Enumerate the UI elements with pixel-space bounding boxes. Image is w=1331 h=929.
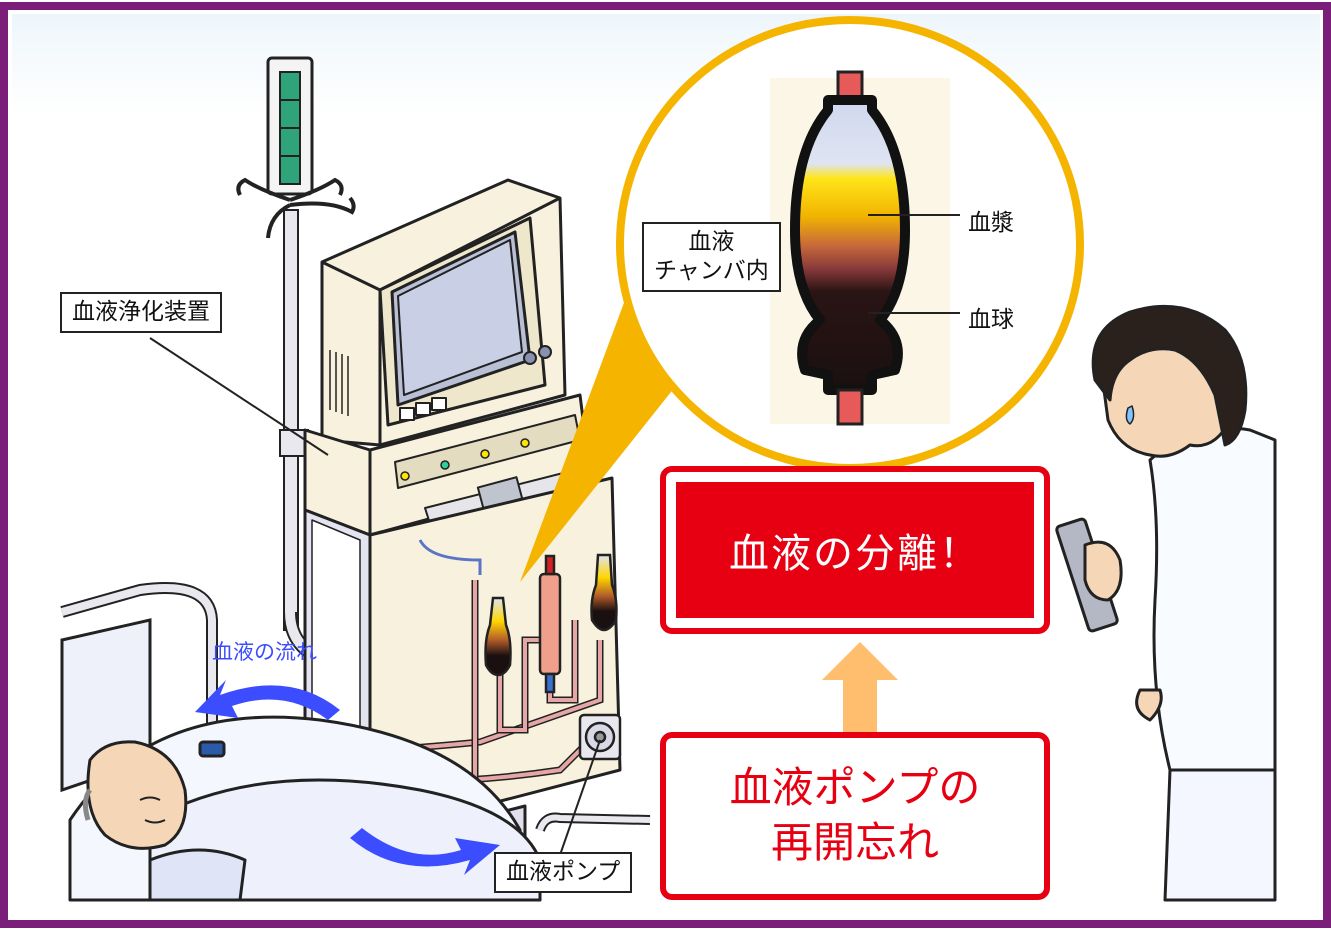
cause-box: 血液ポンプの 再開忘れ xyxy=(660,732,1050,900)
blood-cells-label: 血球 xyxy=(968,307,1014,333)
small-chambers xyxy=(484,553,618,694)
cause-line2: 再開忘れ xyxy=(770,818,939,867)
nurse xyxy=(1055,305,1277,902)
result-text: 血液の分離！ xyxy=(676,482,1034,618)
blood-flow-label: 血液の流れ xyxy=(212,640,317,664)
cause-line1: 血液ポンプの xyxy=(729,763,981,813)
chamber-label: 血液 チャンバ内 xyxy=(642,222,781,292)
chamber-label-line1: 血液 xyxy=(688,229,735,255)
cause-arrow xyxy=(822,642,898,732)
patient xyxy=(68,715,542,902)
blood-pump-unit xyxy=(578,713,622,761)
device-label: 血液浄化装置 xyxy=(60,292,222,333)
blood-pump-label: 血液ポンプ xyxy=(494,852,633,893)
chamber-label-line2: チャンバ内 xyxy=(654,257,769,284)
blood-flow-arrows xyxy=(195,680,500,875)
result-box: 血液の分離！ xyxy=(660,466,1050,634)
plasma-label: 血漿 xyxy=(968,210,1014,236)
chamber-callout xyxy=(520,16,1084,582)
leader-lines xyxy=(149,337,601,856)
